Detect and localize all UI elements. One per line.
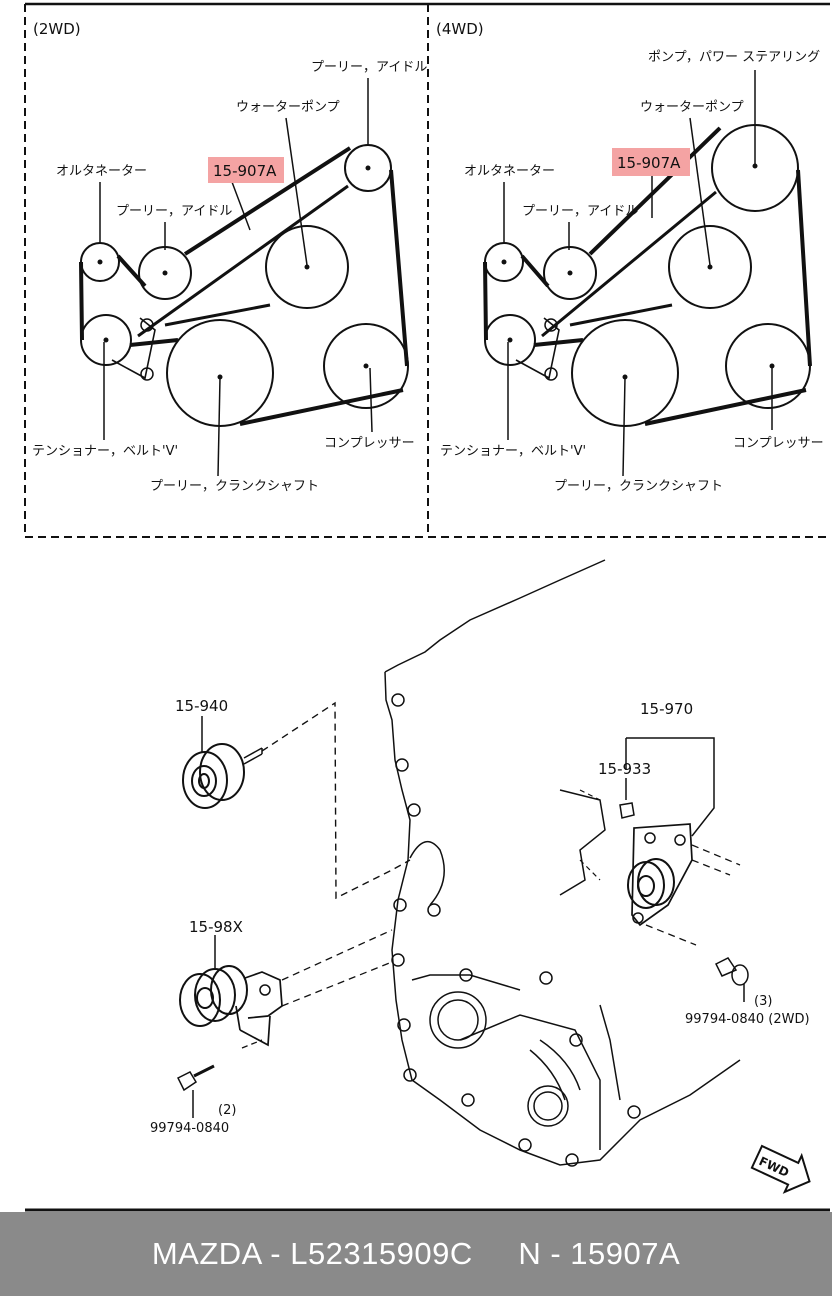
label-tensioner-4wd: テンショナー，ベルト'V' <box>440 444 586 459</box>
belt-2wd <box>79 78 409 477</box>
label-crankshaft-2wd: プーリー，クランクシャフト <box>150 479 319 494</box>
bolt-qty-right: (3) <box>754 994 772 1009</box>
part-label-15933: 15-933 <box>598 760 651 778</box>
belt-4wd <box>483 70 812 477</box>
engine-cover <box>384 559 741 1167</box>
belt-diagram: (2WD) (4WD) <box>24 2 830 1212</box>
pulley-idler-mid-4wd <box>543 246 597 300</box>
label-water-pump-2wd: ウォーターポンプ <box>236 100 340 115</box>
label-compressor-4wd: コンプレッサー <box>733 436 824 451</box>
highlight-box-2wd <box>208 157 284 183</box>
pulley-water-pump-4wd <box>668 225 752 309</box>
tensioner-1598x <box>176 929 393 1118</box>
label-water-pump-4wd: ウォーターポンプ <box>640 100 744 115</box>
label-tensioner-2wd: テンショナー，ベルト'V' <box>32 444 178 459</box>
label-alternator-4wd: オルタネーター <box>464 164 555 179</box>
part-label-15907a-2wd: 15-907A <box>213 162 277 180</box>
pulley-compressor-4wd <box>725 323 811 409</box>
section-label-2wd: (2WD) <box>33 20 81 38</box>
footer-bar: MAZDA - L52315909C N - 15907A <box>0 1212 832 1296</box>
pulley-crankshaft-4wd <box>571 319 679 427</box>
part-label-15907a-4wd: 15-907A <box>617 154 681 172</box>
bolt-part-left: 99794-0840 <box>150 1121 229 1136</box>
label-alternator-2wd: オルタネーター <box>56 164 147 179</box>
label-idler-mid-4wd: プーリー，アイドル <box>522 204 638 219</box>
label-power-steering-4wd: ポンプ，パワー ステアリング <box>648 50 820 65</box>
part-label-15970: 15-970 <box>640 700 693 718</box>
pulley-water-pump-2wd <box>265 225 349 309</box>
label-crankshaft-4wd: プーリー，クランクシャフト <box>554 479 723 494</box>
footer-part-number: MAZDA - L52315909C N - 15907A <box>151 1236 681 1271</box>
label-idler-mid-2wd: プーリー，アイドル <box>116 204 232 219</box>
label-idler-top-2wd: プーリー，アイドル <box>311 60 427 75</box>
part-label-15940: 15-940 <box>175 697 228 715</box>
label-compressor-2wd: コンプレッサー <box>324 436 415 451</box>
fwd-arrow-icon: FWD <box>750 1144 811 1194</box>
pulley-crankshaft-2wd <box>166 319 274 427</box>
frame <box>24 2 830 538</box>
bolt-part-right: 99794-0840 (2WD) <box>685 1012 810 1027</box>
section-label-4wd: (4WD) <box>436 20 484 38</box>
pulley-compressor-2wd <box>323 323 409 409</box>
idler-pulley-15940 <box>182 701 411 900</box>
tensioner-assy-15970 <box>579 737 749 1002</box>
bolt-qty-left: (2) <box>218 1103 236 1118</box>
part-label-1598x: 15-98X <box>189 918 243 936</box>
highlight-box-4wd <box>612 148 690 176</box>
